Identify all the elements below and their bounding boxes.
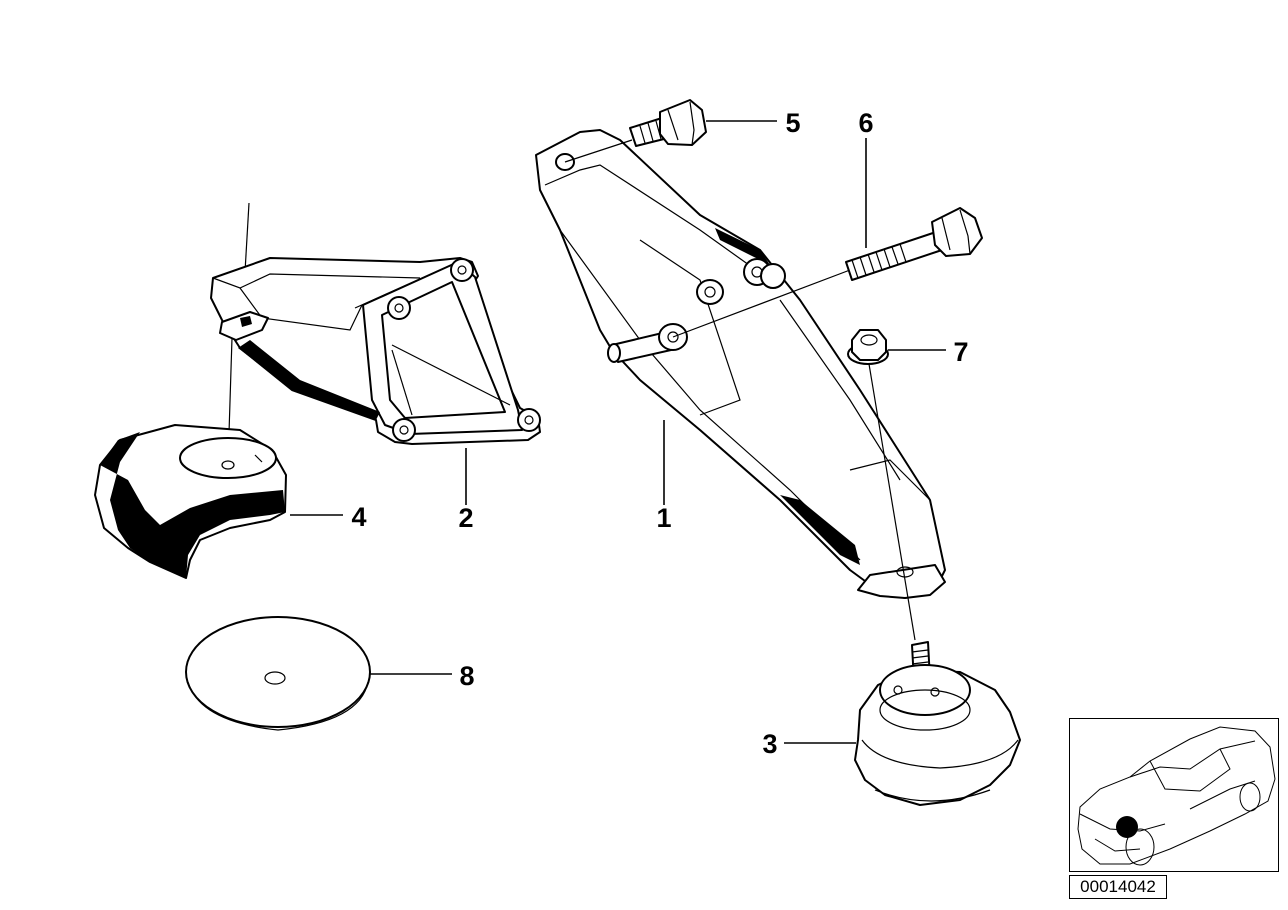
long-hex-bolt-part-6[interactable] <box>845 207 983 281</box>
callout-1: 1 <box>656 503 671 533</box>
vehicle-location-thumbnail <box>1069 718 1279 872</box>
callout-7: 7 <box>953 337 968 367</box>
engine-mount-part-3[interactable] <box>854 641 1021 806</box>
callout-5: 5 <box>785 108 800 138</box>
callout-3: 3 <box>762 729 777 759</box>
leader-lines <box>290 120 946 744</box>
car-outline-icon <box>1077 726 1276 866</box>
callout-8: 8 <box>459 661 474 691</box>
engine-support-arm-part-1[interactable] <box>535 129 946 599</box>
callout-2: 2 <box>458 503 473 533</box>
rubber-pad-part-8[interactable] <box>185 616 371 731</box>
engine-bracket-part-2[interactable] <box>210 202 541 445</box>
flange-nut-part-7[interactable] <box>847 329 916 641</box>
location-marker-icon <box>1116 816 1138 838</box>
diagram-reference-number: 00014042 <box>1069 875 1167 899</box>
callout-6: 6 <box>858 108 873 138</box>
hex-bolt-part-5[interactable] <box>629 99 707 147</box>
heat-shield-part-4[interactable] <box>94 337 287 579</box>
callout-4: 4 <box>351 502 366 532</box>
